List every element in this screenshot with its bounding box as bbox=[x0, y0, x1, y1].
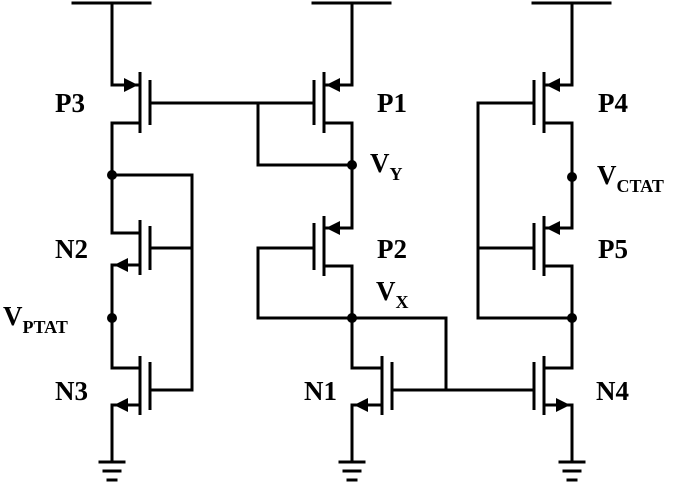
transistor-n1 bbox=[350, 356, 534, 415]
transistor-p3 bbox=[110, 72, 314, 133]
ground-symbol-middle bbox=[338, 460, 366, 482]
transistor-n4 bbox=[532, 356, 574, 415]
ground-symbol-right bbox=[558, 460, 586, 482]
label-p4: P4 bbox=[598, 88, 628, 118]
transistor-p5 bbox=[476, 216, 574, 276]
label-p5: P5 bbox=[598, 234, 628, 264]
transistor-p2 bbox=[256, 216, 354, 276]
vdd-rails bbox=[71, 1, 612, 87]
label-p3: P3 bbox=[55, 88, 85, 118]
ground-symbol-left bbox=[98, 460, 126, 482]
transistor-p1 bbox=[312, 72, 354, 133]
label-n4: N4 bbox=[596, 376, 629, 406]
node-label-vptat: VPTAT bbox=[3, 301, 68, 337]
node-label-vy: VY bbox=[370, 148, 403, 184]
transistor-n2 bbox=[110, 220, 194, 275]
transistor-p4 bbox=[476, 72, 574, 133]
transistor-n3 bbox=[110, 356, 194, 415]
node-label-vctat: VCTAT bbox=[597, 160, 664, 196]
label-n3: N3 bbox=[55, 376, 88, 406]
label-n2: N2 bbox=[55, 234, 88, 264]
label-p1: P1 bbox=[377, 88, 407, 118]
label-n1: N1 bbox=[304, 376, 337, 406]
label-p2: P2 bbox=[377, 234, 407, 264]
node-label-vx: VX bbox=[376, 276, 409, 312]
